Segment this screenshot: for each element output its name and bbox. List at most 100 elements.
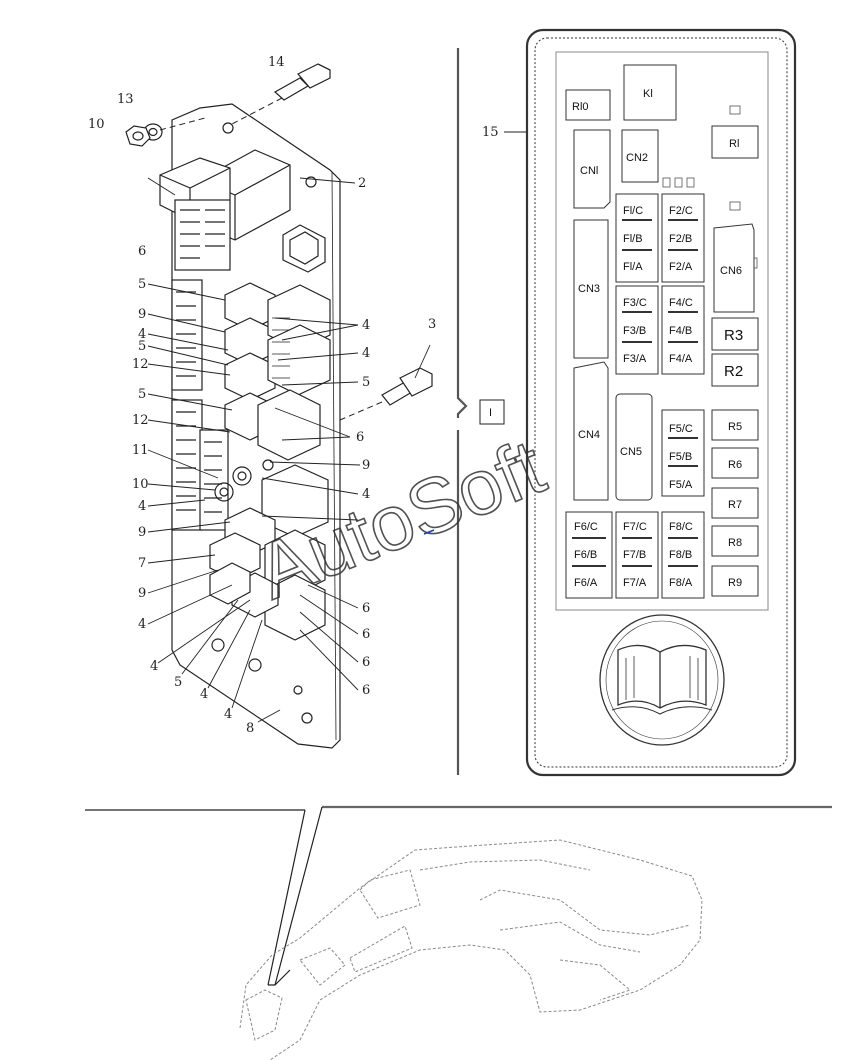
text-f7a: F7/A — [623, 577, 647, 589]
text-f6c: F6/C — [574, 521, 598, 533]
label-r-6-b: 6 — [362, 601, 370, 616]
label-4-c: 4 — [138, 617, 146, 632]
text-f1b: Fl/B — [623, 233, 643, 245]
cell-r8 — [711, 525, 759, 557]
label-r-6-a: 6 — [356, 430, 364, 445]
label-r-4-c: 4 — [362, 487, 370, 502]
stud-bolt — [273, 63, 331, 101]
label-r-3: 3 — [428, 317, 436, 332]
cell-cn6 — [713, 223, 755, 313]
section-divider — [456, 48, 468, 775]
fuse-box-cells — [565, 64, 759, 599]
manual-book-icon — [599, 614, 725, 746]
reference-box — [479, 399, 505, 425]
label-8: 8 — [246, 721, 254, 736]
text-f4a: F4/A — [669, 353, 693, 365]
bolt — [381, 367, 433, 406]
cell-rl — [711, 125, 759, 159]
reference-box-label: I — [489, 407, 492, 419]
label-r-6-d: 6 — [362, 655, 370, 670]
text-f5a: F5/A — [669, 479, 693, 491]
text-f5c: F5/C — [669, 423, 693, 435]
cell-kl — [623, 64, 677, 121]
cell-r2 — [711, 353, 759, 387]
hardware-parts — [125, 63, 433, 406]
text-cn1: CNl — [580, 165, 598, 177]
label-14: 14 — [268, 55, 285, 70]
label-15: 15 — [482, 125, 499, 140]
text-r7: R7 — [728, 499, 742, 511]
cell-r6 — [711, 447, 759, 479]
text-f4c: F4/C — [669, 297, 693, 309]
cell-r3 — [711, 317, 759, 351]
text-f3c: F3/C — [623, 297, 647, 309]
leader-lines — [147, 177, 431, 723]
cell-cn4 — [573, 361, 609, 501]
cell-cn1 — [573, 129, 611, 209]
label-13: 13 — [117, 92, 134, 107]
cell-cn5 — [615, 393, 653, 501]
text-f1c: Fl/C — [623, 205, 643, 217]
part-labels: 10 13 14 2 6 5 9 4 5 12 5 12 11 10 4 9 7… — [88, 55, 499, 736]
label-5-c: 5 — [138, 387, 146, 402]
cell-cn3 — [573, 219, 609, 359]
text-r5: R5 — [728, 421, 742, 433]
label-4-e: 4 — [200, 687, 208, 702]
text-f8b: F8/B — [669, 549, 692, 561]
text-f6a: F6/A — [574, 577, 598, 589]
label-10-mid: 10 — [132, 477, 149, 492]
label-r-6-e: 6 — [362, 683, 370, 698]
label-4-d: 4 — [150, 659, 158, 674]
text-f3a: F3/A — [623, 353, 647, 365]
text-f2c: F2/C — [669, 205, 693, 217]
text-rl0: Rl0 — [572, 101, 589, 113]
text-cn2: CN2 — [626, 152, 648, 164]
label-10-top: 10 — [88, 117, 105, 132]
label-11: 11 — [132, 443, 149, 458]
label-9-a: 9 — [138, 307, 146, 322]
text-f3b: F3/B — [623, 325, 646, 337]
label-r-5: 5 — [362, 375, 370, 390]
label-r-4-a: 4 — [362, 318, 370, 333]
text-cn3: CN3 — [578, 283, 600, 295]
text-cn6: CN6 — [720, 265, 742, 277]
cell-cn2 — [621, 129, 659, 183]
cell-rl0 — [565, 89, 611, 121]
label-r-4-b: 4 — [362, 346, 370, 361]
label-9-c: 9 — [138, 586, 146, 601]
text-f8c: F8/C — [669, 521, 693, 533]
label-4-a: 4 — [138, 327, 146, 342]
text-r8: R8 — [728, 537, 742, 549]
text-rl: Rl — [729, 138, 739, 150]
label-4-f: 4 — [224, 707, 232, 722]
text-r6: R6 — [728, 459, 742, 471]
label-2: 2 — [358, 176, 366, 191]
text-r2: R2 — [724, 363, 743, 380]
text-f5b: F5/B — [669, 451, 692, 463]
cell-r7 — [711, 487, 759, 519]
label-6-side: 6 — [138, 244, 146, 259]
text-cn5: CN5 — [620, 446, 642, 458]
label-r-6-c: 6 — [362, 627, 370, 642]
label-12-b: 12 — [132, 413, 149, 428]
text-f4b: F4/B — [669, 325, 692, 337]
text-f2b: F2/B — [669, 233, 692, 245]
cell-r5 — [711, 409, 759, 441]
text-f6b: F6/B — [574, 549, 597, 561]
label-12-a: 12 — [132, 357, 149, 372]
text-r9: R9 — [728, 577, 742, 589]
text-f8a: F8/A — [669, 577, 693, 589]
label-5-d: 5 — [174, 675, 182, 690]
label-9-b: 9 — [138, 525, 146, 540]
text-cn4: CN4 — [578, 429, 600, 441]
text-f1a: Fl/A — [623, 261, 643, 273]
label-r-9: 9 — [362, 458, 370, 473]
cell-r9 — [711, 565, 759, 597]
location-view — [85, 805, 832, 1060]
text-f2a: F2/A — [669, 261, 693, 273]
mounting-plate-assembly — [159, 103, 341, 749]
label-5-b: 5 — [138, 339, 146, 354]
fuse-box-labels: Rl0 Kl Rl CNl CN2 CN3 CN4 CN5 CN6 Fl/C F… — [572, 88, 743, 589]
text-r3: R3 — [724, 327, 743, 344]
